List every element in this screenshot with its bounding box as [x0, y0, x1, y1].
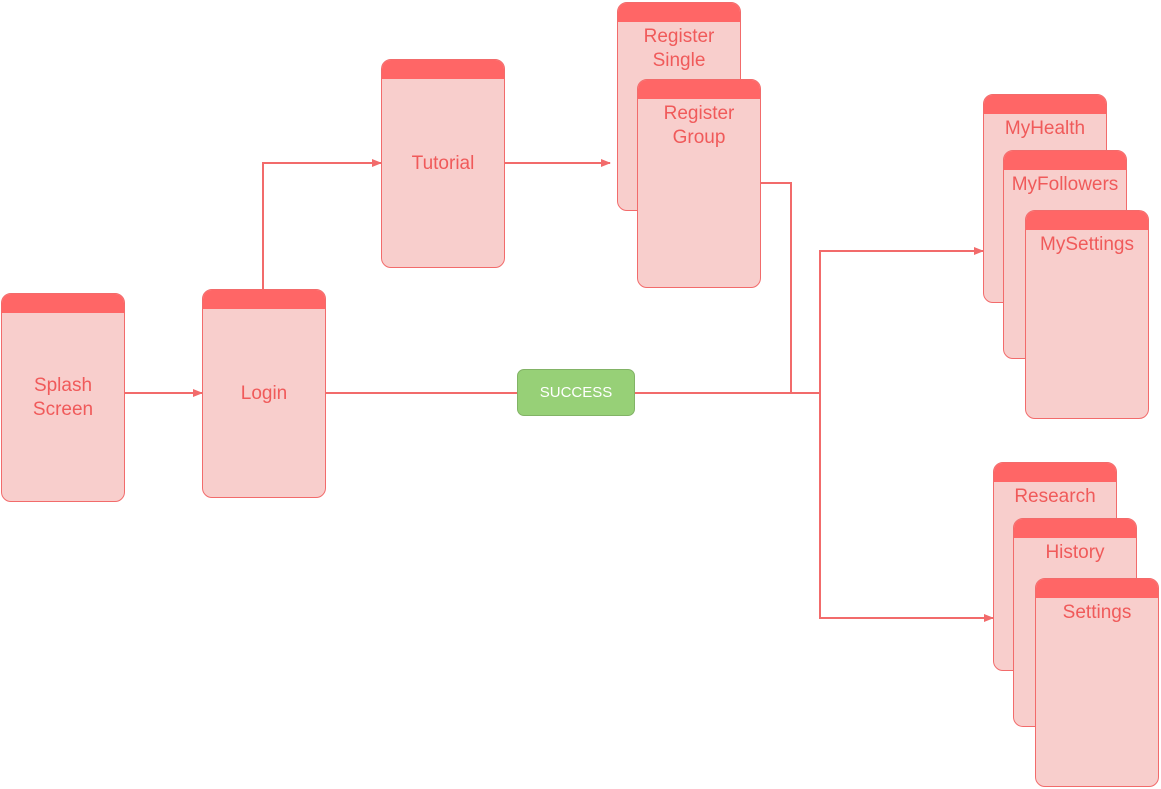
screen-header	[1026, 211, 1148, 230]
screen-header	[382, 60, 504, 79]
screen-header	[618, 3, 740, 22]
edge-junction-to-myhealth-group	[819, 247, 984, 393]
screen-title: Register Single	[643, 26, 715, 71]
screen-header	[994, 463, 1116, 482]
screen-header	[1014, 519, 1136, 538]
screen-settings[interactable]: Settings	[1035, 578, 1159, 787]
edge-junction-to-research-group	[819, 393, 994, 622]
screen-tutorial[interactable]: Tutorial	[381, 59, 505, 268]
screen-title: Splash Screen	[32, 374, 94, 420]
screen-title: Register Group	[663, 103, 735, 148]
screen-mysettings[interactable]: MySettings	[1025, 210, 1149, 419]
screen-title: Login	[240, 382, 288, 404]
screen-header	[638, 80, 760, 99]
screen-splash[interactable]: Splash Screen	[1, 293, 125, 502]
screen-title: MyHealth	[1004, 118, 1086, 139]
screen-title: Research	[1014, 486, 1096, 507]
screen-header	[1004, 151, 1126, 170]
edge-register-to-junction	[760, 182, 792, 393]
screen-header	[2, 294, 124, 313]
screen-title: MyFollowers	[1011, 174, 1119, 195]
screen-login[interactable]: Login	[202, 289, 326, 498]
success-badge: SUCCESS	[517, 369, 635, 416]
screen-header	[203, 290, 325, 309]
edge-login-to-tutorial	[262, 159, 382, 289]
screen-header	[984, 95, 1106, 114]
screen-title: Tutorial	[411, 152, 475, 174]
screen-header	[1036, 579, 1158, 598]
screen-title: Settings	[1062, 602, 1132, 623]
screen-title: History	[1045, 542, 1105, 563]
screen-title: MySettings	[1040, 234, 1134, 255]
screen-register-group[interactable]: Register Group	[637, 79, 761, 288]
